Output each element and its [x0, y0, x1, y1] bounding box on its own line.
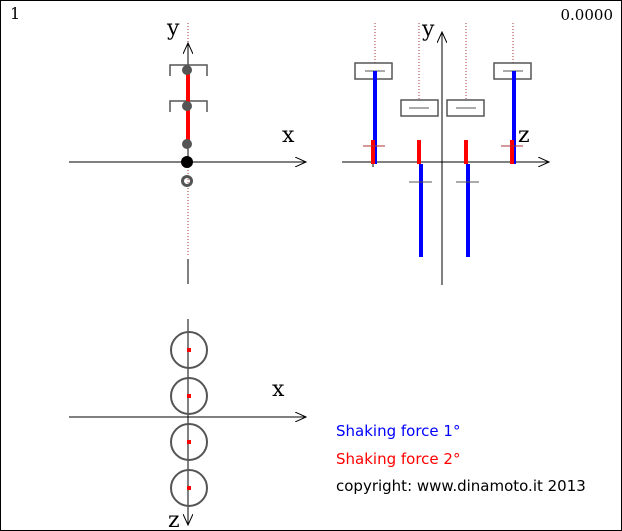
side-view-z-label: z: [518, 123, 530, 148]
copyright-text: copyright: www.dinamoto.it 2013: [336, 477, 586, 495]
top-cylinder-2: [170, 377, 208, 415]
top-view: x z: [69, 319, 306, 531]
front-view: y x: [69, 16, 306, 284]
legend-first-order: Shaking force 1°: [336, 422, 461, 440]
side-piston-2: [400, 99, 439, 117]
legend-second-order: Shaking force 2°: [336, 450, 461, 468]
top-view-z-label: z: [168, 508, 180, 531]
front-piston-bracket-upper: [169, 64, 208, 76]
side-view-y-label: y: [421, 17, 435, 42]
top-second-order-mark-2: [187, 394, 191, 398]
front-view-y-label: y: [166, 16, 180, 41]
top-second-order-mark-3: [187, 440, 191, 444]
top-cylinder-3: [170, 423, 208, 461]
front-crank-center: [181, 156, 193, 168]
front-pin-1: [182, 65, 192, 75]
top-view-x-label: x: [272, 377, 285, 402]
front-pin-2: [182, 101, 192, 111]
top-cylinder-4: [170, 469, 208, 507]
front-view-x-label: x: [282, 123, 295, 148]
frame-number: 1: [10, 4, 21, 23]
top-second-order-mark-4: [187, 486, 191, 490]
front-crank-pin: [181, 175, 193, 187]
time-readout: 0.0000: [560, 6, 614, 24]
side-piston-3: [446, 99, 485, 117]
top-cylinder-1: [170, 331, 208, 369]
front-pin-3: [182, 139, 192, 149]
top-second-order-mark-1: [187, 348, 191, 352]
side-view: y z: [342, 17, 549, 285]
